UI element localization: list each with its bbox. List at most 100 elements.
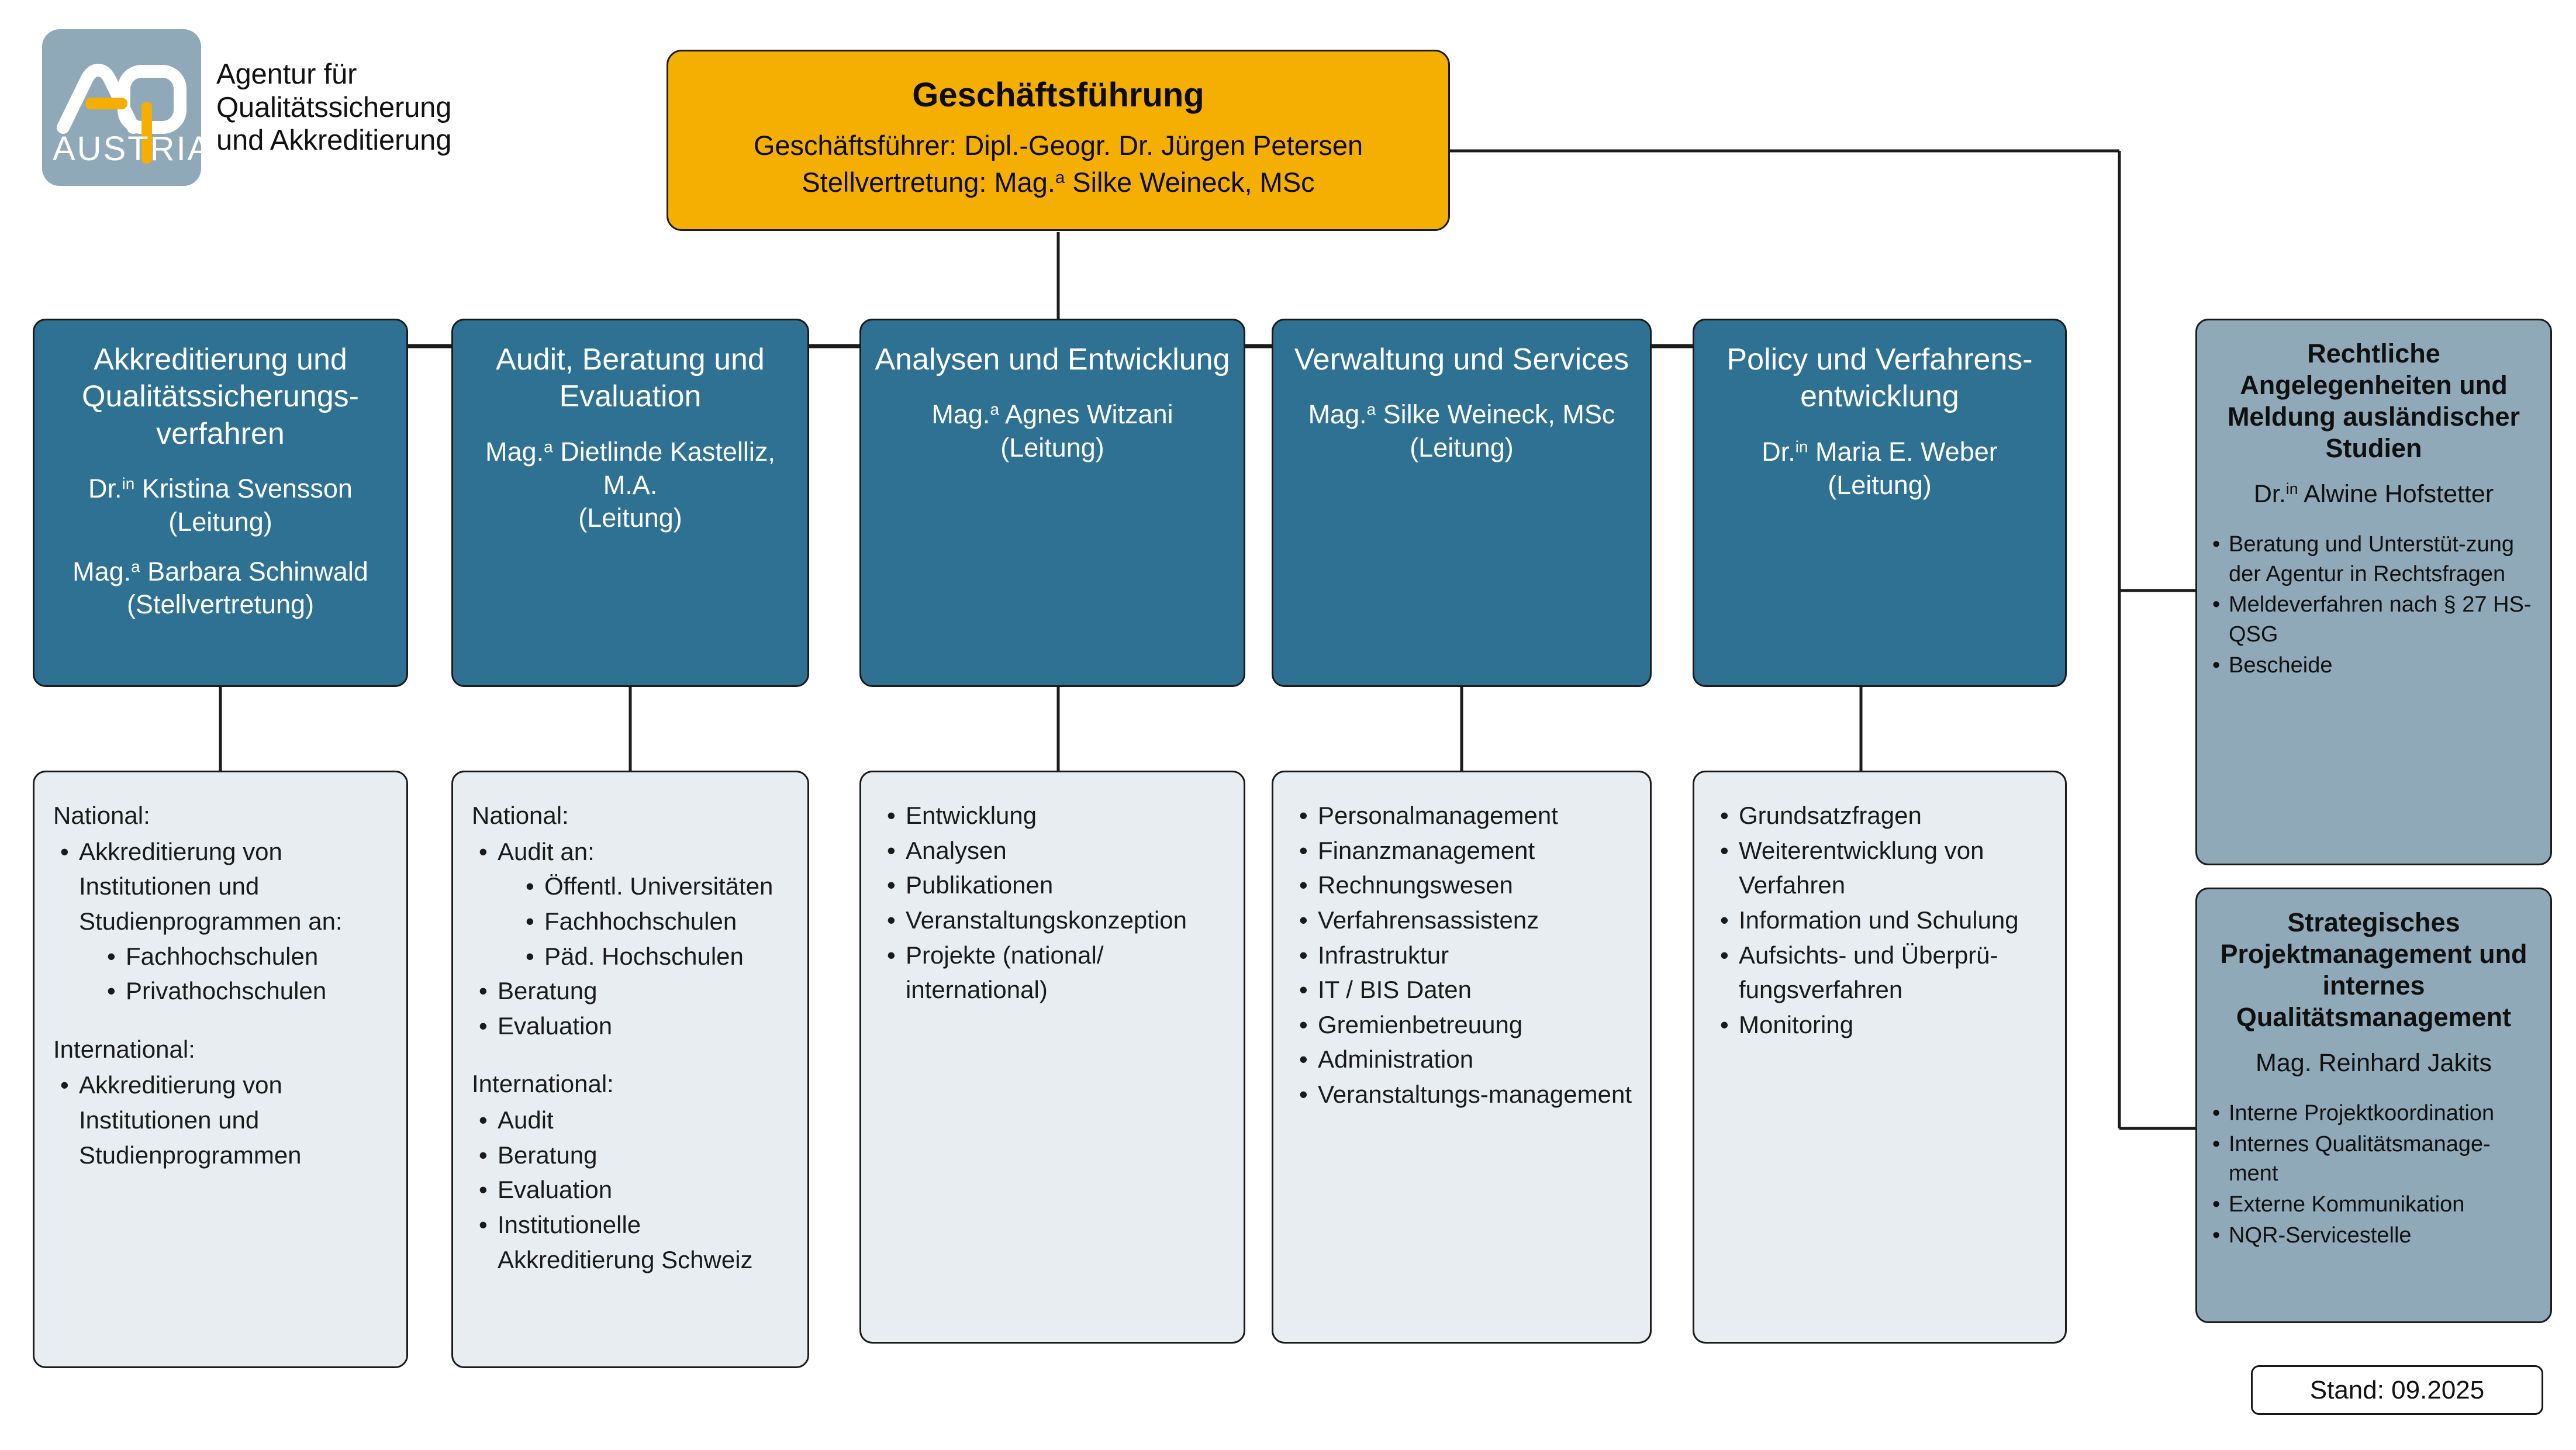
side-unit-strategisches-projektmanagement: Strategisches Projektmanagement und inte… bbox=[2195, 888, 2552, 1323]
task-box-akkreditierung: National: Akkreditierung von Institutione… bbox=[33, 771, 408, 1368]
side-unit-title: Strategisches Projektmanagement und inte… bbox=[2220, 907, 2527, 1032]
department-lead-role: (Leitung) bbox=[578, 503, 682, 533]
department-box-verwaltung: Verwaltung und Services Mag.a Silke Wein… bbox=[1272, 319, 1652, 687]
task-list: EntwicklungAnalysenPublikationenVeransta… bbox=[883, 798, 1226, 1007]
logo-wordmark: Agentur für Qualitätssicherung und Akkre… bbox=[216, 58, 452, 157]
side-unit-list-item: Meldeverfahren nach § 27 HS-QSG bbox=[2210, 590, 2537, 650]
department-box-policy: Policy und Verfahrens-entwicklung Dr.in … bbox=[1693, 319, 2067, 687]
task-list-item: Verfahrensassistenz bbox=[1296, 903, 1632, 938]
department-lead: Mag.a Silke Weineck, MSc (Leitung) bbox=[1308, 398, 1615, 464]
department-title: Akkreditierung und Qualitätssicherungs-v… bbox=[82, 343, 359, 451]
department-box-audit: Audit, Beratung und Evaluation Mag.a Die… bbox=[451, 319, 809, 687]
task-list: Akkreditierung von Institutionen und Stu… bbox=[57, 1068, 389, 1172]
side-unit-list: Beratung und Unterstüt-zung der Agentur … bbox=[2210, 530, 2537, 681]
task-sublist-item: Fachhochschulen bbox=[103, 939, 389, 974]
side-unit-list-item: Externe Kommunikation bbox=[2210, 1190, 2537, 1220]
department-deputy-name: Mag.a Barbara Schinwald bbox=[72, 556, 368, 586]
task-list-item: Publikationen bbox=[883, 868, 1226, 903]
department-box-akkreditierung: Akkreditierung und Qualitätssicherungs-v… bbox=[33, 319, 408, 687]
task-group-label: National: bbox=[472, 802, 569, 829]
task-list: Akkreditierung von Institutionen und Stu… bbox=[57, 834, 389, 1009]
department-title: Analysen und Entwicklung bbox=[875, 343, 1230, 377]
task-sublist: FachhochschulenPrivathochschulen bbox=[103, 939, 389, 1009]
side-unit-list: Interne ProjektkoordinationInternes Qual… bbox=[2210, 1099, 2537, 1251]
side-unit-rechtliche-angelegenheiten: Rechtliche Angelegenheiten und Meldung a… bbox=[2195, 319, 2552, 865]
task-sublist-item: Öffentl. Universitäten bbox=[522, 869, 790, 904]
task-list-item: Veranstaltungskonzeption bbox=[883, 903, 1226, 938]
task-sublist: Öffentl. UniversitätenFachhochschulenPäd… bbox=[522, 869, 790, 973]
department-lead-role: (Leitung) bbox=[1410, 433, 1514, 463]
task-group-label: International: bbox=[53, 1035, 195, 1063]
department-lead: Mag.a Agnes Witzani (Leitung) bbox=[931, 398, 1173, 464]
task-group-label: National: bbox=[53, 802, 150, 829]
task-list-item: Beratung bbox=[475, 1138, 790, 1173]
task-list: PersonalmanagementFinanzmanagementRechnu… bbox=[1296, 798, 1632, 1112]
logo: AUSTRIA Agentur für Qualitätssicherung u… bbox=[42, 29, 451, 186]
department-lead: Dr.in Kristina Svensson (Leitung) bbox=[88, 472, 353, 538]
side-unit-list-item: Bescheide bbox=[2210, 651, 2537, 681]
department-title: Audit, Beratung und Evaluation bbox=[496, 343, 765, 414]
task-list-item: Analysen bbox=[883, 833, 1226, 868]
task-list: Audit an:Öffentl. UniversitätenFachhochs… bbox=[475, 834, 790, 1044]
executive-box: Geschäftsführung Geschäftsführer: Dipl.-… bbox=[667, 50, 1450, 231]
task-list-item: Grundsatzfragen bbox=[1717, 798, 2047, 833]
side-unit-list-item: Beratung und Unterstüt-zung der Agentur … bbox=[2210, 530, 2537, 589]
side-unit-title: Rechtliche Angelegenheiten und Meldung a… bbox=[2227, 339, 2520, 463]
task-list-item: Institutionelle Akkreditierung Schweiz bbox=[475, 1207, 790, 1277]
task-list-item: Infrastruktur bbox=[1296, 938, 1632, 973]
task-list-item: Personalmanagement bbox=[1296, 798, 1632, 833]
department-lead-name: Mag.a Dietlinde Kastelliz, M.A. bbox=[485, 436, 775, 500]
task-group-gap bbox=[53, 1009, 389, 1032]
task-list-item: Entwicklung bbox=[883, 798, 1226, 833]
task-group-label: International: bbox=[472, 1070, 614, 1098]
task-list-item: Aufsichts- und Überprü-fungsverfahren bbox=[1717, 938, 2047, 1007]
task-list-item: Audit bbox=[475, 1103, 790, 1138]
task-box-policy: GrundsatzfragenWeiterentwicklung von Ver… bbox=[1693, 771, 2067, 1344]
task-list-item: Veranstaltungs-management bbox=[1296, 1077, 1632, 1112]
task-group-gap bbox=[472, 1043, 790, 1066]
department-lead-role: (Leitung) bbox=[1828, 469, 1932, 500]
task-box-verwaltung: PersonalmanagementFinanzmanagementRechnu… bbox=[1272, 771, 1652, 1344]
task-box-analysen: EntwicklungAnalysenPublikationenVeransta… bbox=[859, 771, 1245, 1344]
svg-text:AUSTRIA: AUSTRIA bbox=[53, 130, 201, 168]
task-list-item: Weiterentwicklung von Verfahren bbox=[1717, 833, 2047, 903]
side-unit-list-item: NQR-Servicestelle bbox=[2210, 1221, 2537, 1251]
aq-austria-logo-icon: AUSTRIA bbox=[42, 29, 201, 186]
task-list-item: Akkreditierung von Institutionen und Stu… bbox=[57, 834, 389, 1009]
task-list-item: Monitoring bbox=[1717, 1007, 2047, 1042]
task-list-item: Beratung bbox=[475, 973, 790, 1009]
department-title: Policy und Verfahrens-entwicklung bbox=[1726, 343, 2033, 414]
executive-line-1: Geschäftsführer: Dipl.-Geogr. Dr. Jürgen… bbox=[753, 130, 1363, 161]
task-list-item: Evaluation bbox=[475, 1009, 790, 1044]
task-list-item: Finanzmanagement bbox=[1296, 833, 1632, 868]
task-sublist-item: Fachhochschulen bbox=[522, 904, 790, 939]
task-sublist-item: Privathochschulen bbox=[103, 973, 389, 1009]
department-lead-name: Dr.in Maria E. Weber bbox=[1762, 436, 1998, 467]
task-list-item: Information und Schulung bbox=[1717, 903, 2047, 938]
task-list: AuditBeratungEvaluationInstitutionelle A… bbox=[475, 1103, 790, 1277]
department-lead-role: (Leitung) bbox=[168, 507, 272, 537]
department-lead-role: (Leitung) bbox=[1000, 433, 1104, 463]
task-list-item: Rechnungswesen bbox=[1296, 868, 1632, 903]
task-list-item: Administration bbox=[1296, 1042, 1632, 1077]
side-unit-list-item: Interne Projektkoordination bbox=[2210, 1099, 2537, 1128]
executive-line-2: Stellvertretung: Mag.a Silke Weineck, MS… bbox=[802, 166, 1315, 198]
task-list-item: Evaluation bbox=[475, 1172, 790, 1207]
task-list-item: Audit an:Öffentl. UniversitätenFachhochs… bbox=[475, 834, 790, 974]
task-list: GrundsatzfragenWeiterentwicklung von Ver… bbox=[1717, 798, 2047, 1042]
department-deputy-role: (Stellvertretung) bbox=[126, 589, 315, 620]
executive-title: Geschäftsführung bbox=[912, 76, 1204, 115]
task-list-item: Gremienbetreuung bbox=[1296, 1007, 1632, 1042]
department-lead-name: Mag.a Silke Weineck, MSc bbox=[1308, 399, 1615, 430]
task-list-item: Projekte (national/ international) bbox=[883, 938, 1226, 1007]
side-unit-person: Dr.in Alwine Hofstetter bbox=[2253, 480, 2494, 508]
task-list-item: Akkreditierung von Institutionen und Stu… bbox=[57, 1068, 389, 1172]
department-lead-name: Dr.in Kristina Svensson bbox=[88, 474, 353, 504]
department-lead: Mag.a Dietlinde Kastelliz, M.A. (Leitung… bbox=[466, 436, 795, 535]
task-box-audit: National: Audit an:Öffentl. Universitäten… bbox=[451, 771, 809, 1368]
department-lead: Dr.in Maria E. Weber (Leitung) bbox=[1762, 436, 1998, 502]
department-title: Verwaltung und Services bbox=[1294, 343, 1629, 377]
department-lead-name: Mag.a Agnes Witzani bbox=[931, 399, 1173, 430]
side-unit-list-item: Internes Qualitätsmanage-ment bbox=[2210, 1130, 2537, 1189]
department-box-analysen: Analysen und Entwicklung Mag.a Agnes Wit… bbox=[859, 319, 1245, 687]
